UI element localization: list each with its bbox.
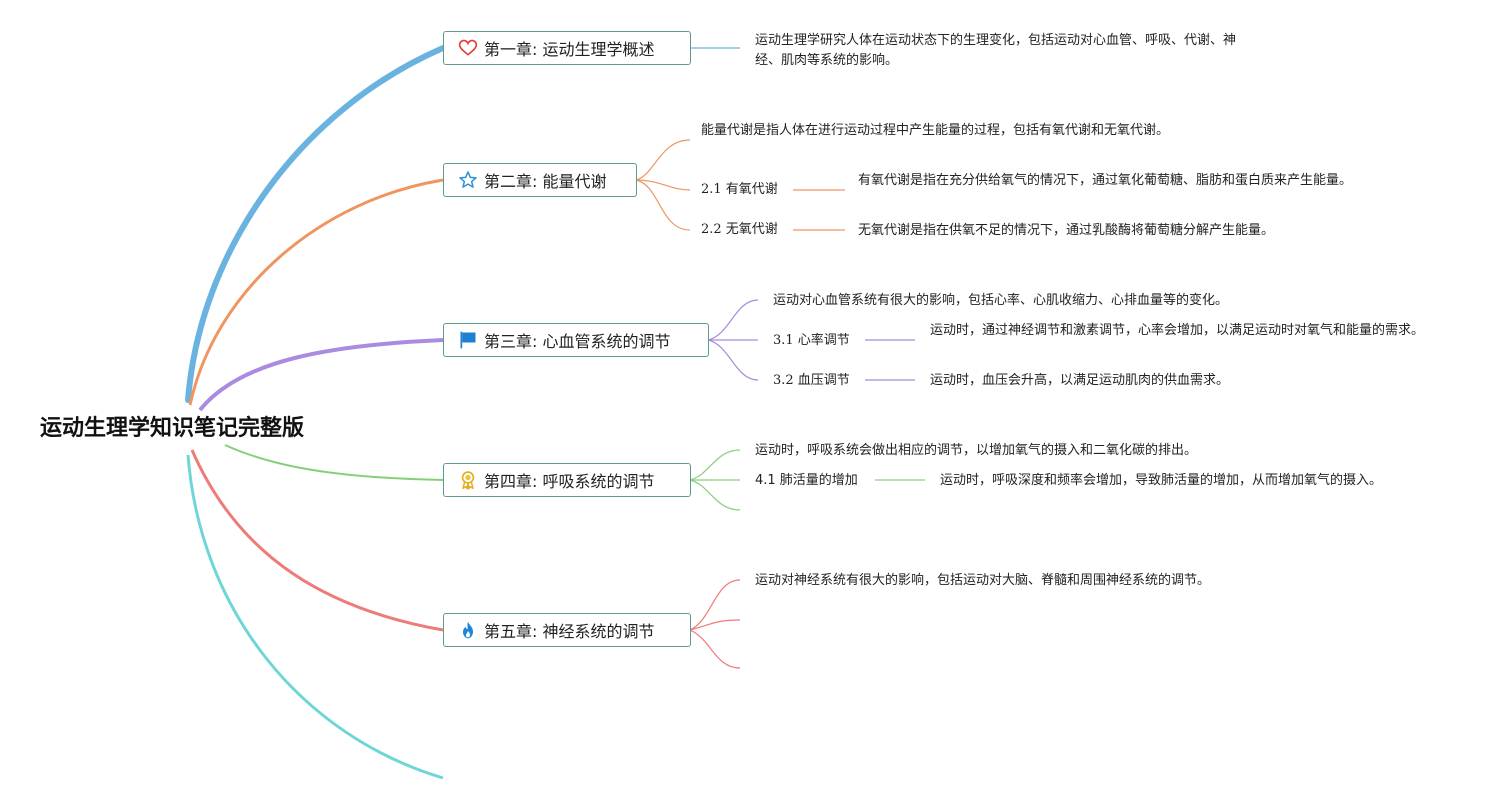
connector-ch2-sub1 [635, 179, 691, 191]
connector-ch2-summary [635, 139, 691, 181]
medal-icon [458, 470, 478, 490]
branch-line-ch6 [186, 454, 444, 780]
connector-ch3-summary [707, 299, 759, 341]
chapter-4-sub-1-text: 运动时，呼吸深度和频率会增加，导致肺活量的增加，从而增加氧气的摄入。 [940, 473, 1383, 488]
chapter-1-title: 第一章: 运动生理学概述 [484, 40, 655, 59]
chapter-2-summary: 能量代谢是指人体在进行运动过程中产生能量的过程，包括有氧代谢和无氧代谢。 [701, 123, 1170, 138]
connector-ch4-summary [689, 449, 741, 481]
flame-icon [458, 620, 478, 640]
branch-line-ch1 [185, 45, 446, 403]
connector-ch5-empty-1 [689, 619, 741, 631]
chapter-3-sub-2-text: 运动时，血压会升高，以满足运动肌肉的供血需求。 [930, 373, 1230, 388]
branch-line-ch4 [224, 444, 444, 481]
chapter-2-sub-2-label[interactable]: 2.2 无氧代谢 [701, 222, 778, 237]
chapter-5-title: 第五章: 神经系统的调节 [484, 622, 655, 641]
chapter-3-title: 第三章: 心血管系统的调节 [484, 332, 671, 351]
branch-line-ch3 [198, 338, 444, 412]
star-icon [458, 170, 478, 190]
connector-ch4-empty [689, 479, 741, 511]
chapter-5-summary: 运动对神经系统有很大的影响，包括运动对大脑、脊髓和周围神经系统的调节。 [755, 573, 1211, 588]
chapter-4-summary: 运动时，呼吸系统会做出相应的调节，以增加氧气的摄入和二氧化碳的排出。 [755, 443, 1198, 458]
chapter-3-sub-2-label[interactable]: 3.2 血压调节 [773, 373, 850, 388]
chapter-1-node[interactable]: 第一章: 运动生理学概述 [443, 31, 691, 65]
root-topic[interactable]: 运动生理学知识笔记完整版 [40, 416, 305, 441]
chapter-2-sub-1-label[interactable]: 2.1 有氧代谢 [701, 182, 778, 197]
chapter-2-sub-1-text: 有氧代谢是指在充分供给氧气的情况下，通过氧化葡萄糖、脂肪和蛋白质来产生能量。 [858, 173, 1353, 188]
chapter-2-node[interactable]: 第二章: 能量代谢 [443, 163, 637, 197]
connector-ch2-sub2 [635, 179, 691, 231]
flag-icon [458, 330, 478, 350]
chapter-5-node[interactable]: 第五章: 神经系统的调节 [443, 613, 691, 647]
chapter-4-node[interactable]: 第四章: 呼吸系统的调节 [443, 463, 691, 497]
connector-ch3-sub2 [707, 339, 759, 381]
chapter-3-sub-1-label[interactable]: 3.1 心率调节 [773, 333, 850, 348]
chapter-2-sub-2-text: 无氧代谢是指在供氧不足的情况下，通过乳酸酶将葡萄糖分解产生能量。 [858, 223, 1275, 238]
chapter-3-sub-1-text: 运动时，通过神经调节和激素调节，心率会增加，以满足运动时对氧气和能量的需求。 [930, 323, 1425, 338]
chapter-1-summary: 运动生理学研究人体在运动状态下的生理变化，包括运动对心血管、呼吸、代谢、神经、肌… [755, 33, 1237, 68]
branch-line-ch2 [188, 178, 444, 406]
chapter-4-sub-1-label[interactable]: 4.1 肺活量的增加 [755, 473, 858, 488]
chapter-4-title: 第四章: 呼吸系统的调节 [484, 472, 655, 491]
chapter-2-title: 第二章: 能量代谢 [484, 172, 607, 191]
chapter-3-summary: 运动对心血管系统有很大的影响，包括心率、心肌收缩力、心排血量等的变化。 [773, 293, 1229, 308]
heart-icon [458, 38, 478, 58]
chapter-3-node[interactable]: 第三章: 心血管系统的调节 [443, 323, 709, 357]
branch-line-ch5 [190, 449, 444, 632]
connector-ch5-summary [689, 579, 741, 631]
connector-ch5-empty-2 [689, 629, 741, 669]
